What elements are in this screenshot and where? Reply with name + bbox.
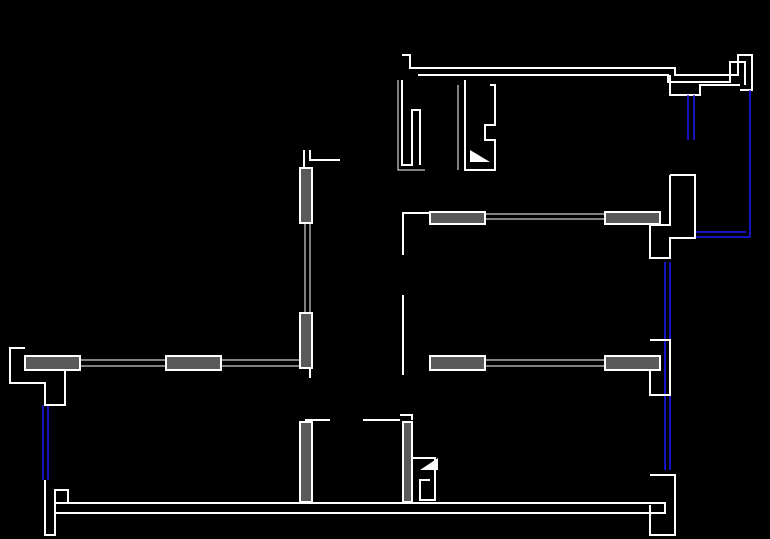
left-wall	[9, 347, 80, 536]
structural-columns	[24, 167, 661, 503]
right-wall	[649, 174, 696, 536]
interior-partitions	[80, 150, 605, 501]
bottom-wall	[54, 502, 666, 514]
kitchen-fixtures	[397, 80, 496, 171]
top-wall	[402, 54, 753, 96]
windows	[42, 90, 751, 480]
